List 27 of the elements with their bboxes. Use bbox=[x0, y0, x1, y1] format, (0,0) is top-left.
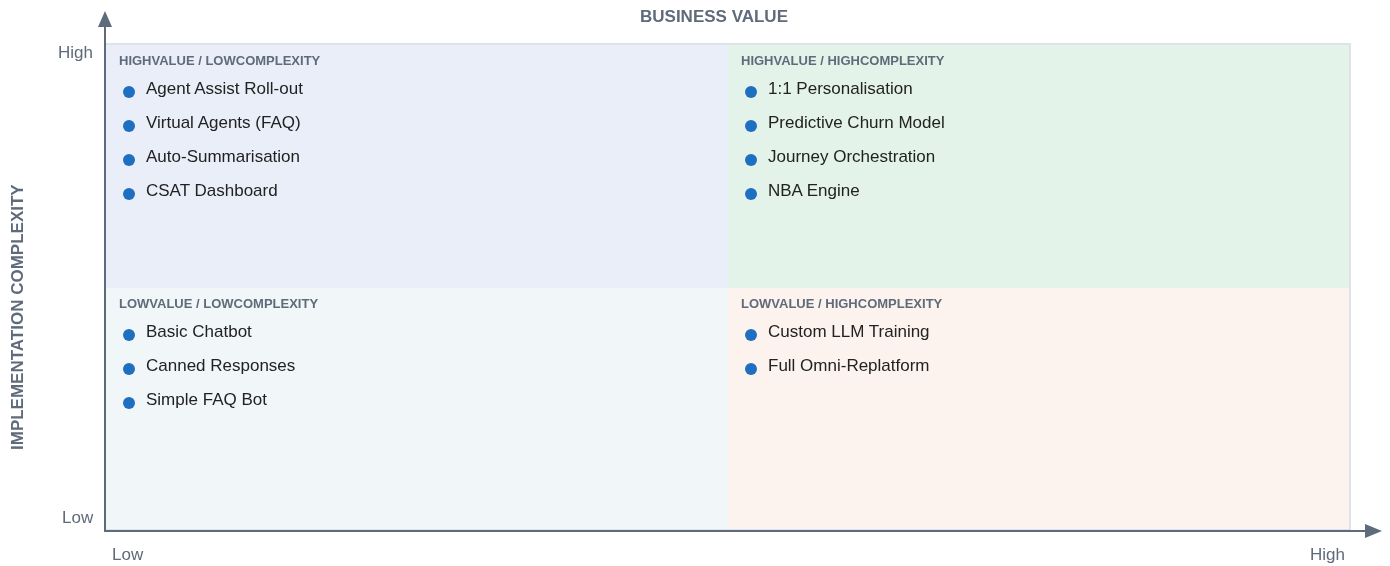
quadrant-heading: HIGHVALUE / HIGHCOMPLEXITY bbox=[741, 53, 945, 68]
list-item: 1:1 Personalisation bbox=[768, 79, 913, 99]
list-item: Custom LLM Training bbox=[768, 322, 930, 342]
quadrant-panel bbox=[106, 45, 728, 288]
list-item: Journey Orchestration bbox=[768, 147, 936, 167]
list-item: Agent Assist Roll-out bbox=[146, 79, 303, 99]
quadrant-panel bbox=[728, 288, 1349, 529]
list-item: Canned Responses bbox=[146, 356, 296, 376]
list-item: CSAT Dashboard bbox=[146, 181, 278, 201]
axis-tick-label: High bbox=[58, 43, 93, 63]
axis-title: BUSINESS VALUE bbox=[640, 7, 788, 27]
quadrant-panel bbox=[106, 288, 728, 529]
quadrant-heading: LOWVALUE / LOWCOMPLEXITY bbox=[119, 296, 319, 311]
quadrant-heading: LOWVALUE / HIGHCOMPLEXITY bbox=[741, 296, 943, 311]
list-item: Virtual Agents (FAQ) bbox=[146, 113, 301, 133]
axis-title: IMPLEMENTATION COMPLEXITY bbox=[8, 184, 28, 450]
axis-tick-label: Low bbox=[62, 508, 94, 528]
list-item: Full Omni-Replatform bbox=[768, 356, 930, 376]
list-item: Basic Chatbot bbox=[146, 322, 252, 342]
list-item: NBA Engine bbox=[768, 181, 860, 201]
quadrant-panel bbox=[728, 45, 1349, 288]
quadrant-heading: HIGHVALUE / LOWCOMPLEXITY bbox=[119, 53, 321, 68]
list-item: Simple FAQ Bot bbox=[146, 390, 267, 410]
list-item: Auto-Summarisation bbox=[146, 147, 300, 167]
axis-tick-label: High bbox=[1310, 545, 1345, 565]
axis-tick-label: Low bbox=[112, 545, 144, 565]
list-item: Predictive Churn Model bbox=[768, 113, 945, 133]
